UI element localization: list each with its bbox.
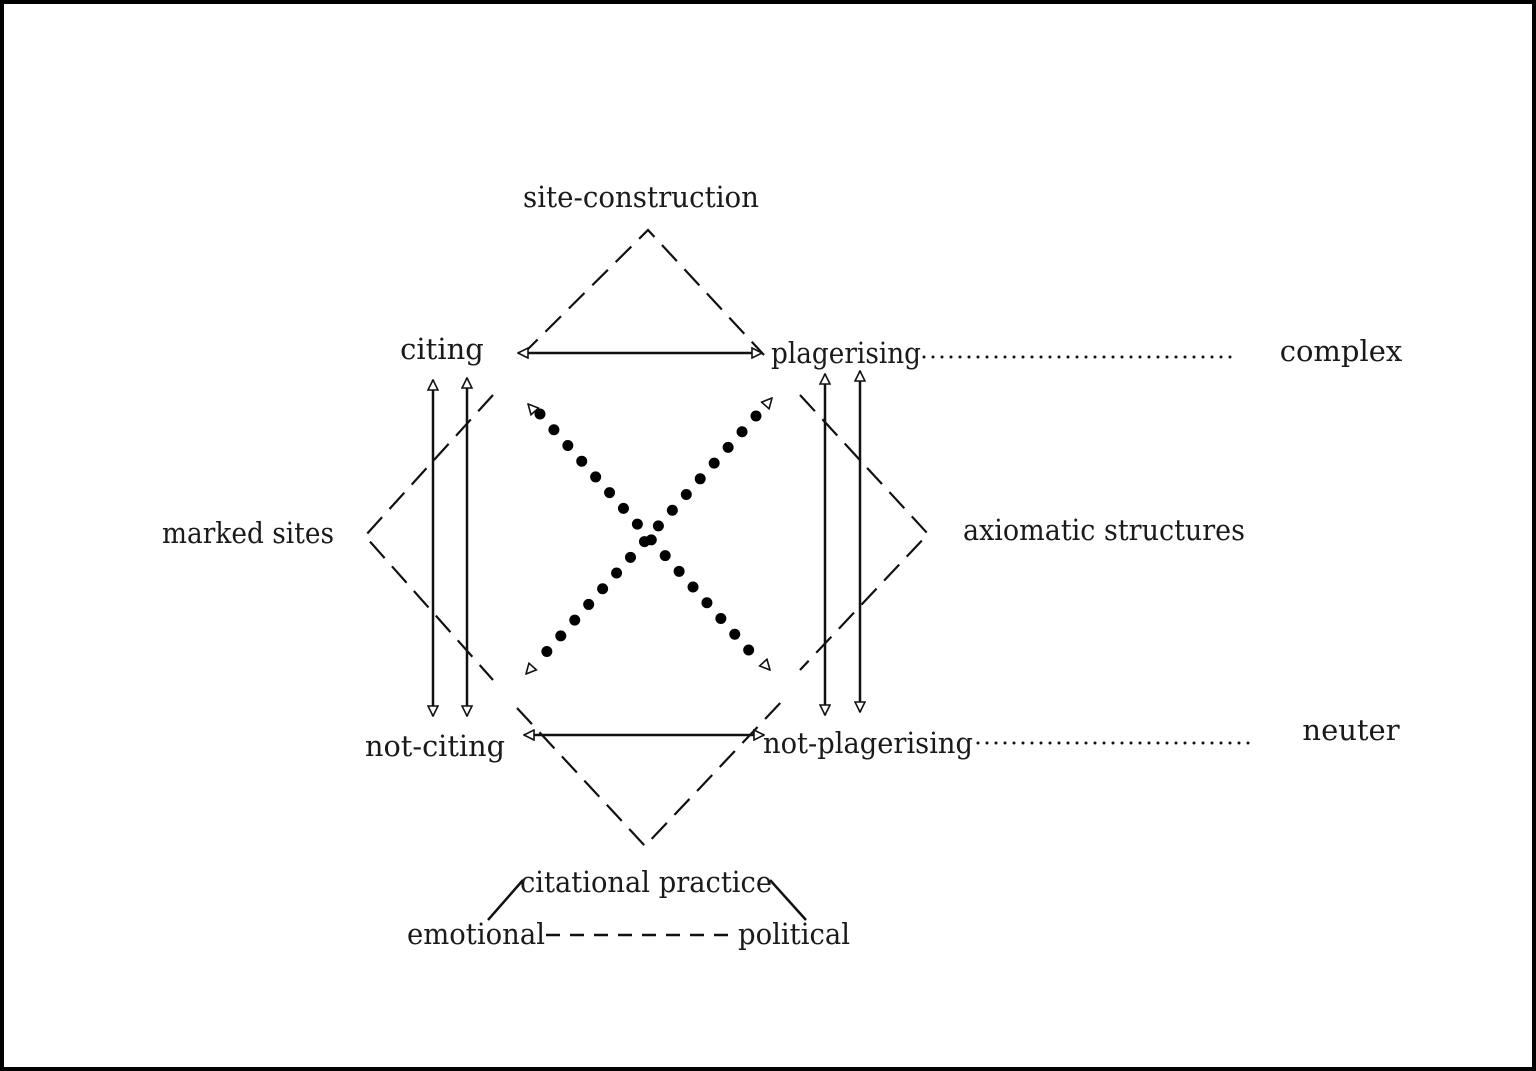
label-not-citing: not-citing	[365, 729, 505, 763]
label-citational-practice: citational practice	[520, 865, 772, 899]
dashed-triangle-bottom	[516, 697, 786, 848]
label-emotional: emotional	[407, 917, 545, 951]
label-plagerising: plagerising	[771, 336, 921, 370]
label-political: political	[738, 917, 850, 951]
label-site-construction: site-construction	[523, 180, 759, 214]
label-neuter: neuter	[1302, 713, 1399, 747]
label-marked-sites: marked sites	[162, 516, 334, 550]
connector-practice-emotional	[487, 879, 524, 921]
connector-practice-political	[769, 879, 807, 921]
label-not-plagerising: not-plagerising	[763, 726, 973, 760]
dashed-triangle-right	[799, 394, 930, 671]
label-axiomatic-structures: axiomatic structures	[963, 513, 1245, 547]
label-citing: citing	[400, 332, 484, 366]
label-complex: complex	[1280, 334, 1403, 368]
dashed-triangle-left	[363, 394, 494, 681]
dashed-triangle-top	[521, 228, 765, 356]
